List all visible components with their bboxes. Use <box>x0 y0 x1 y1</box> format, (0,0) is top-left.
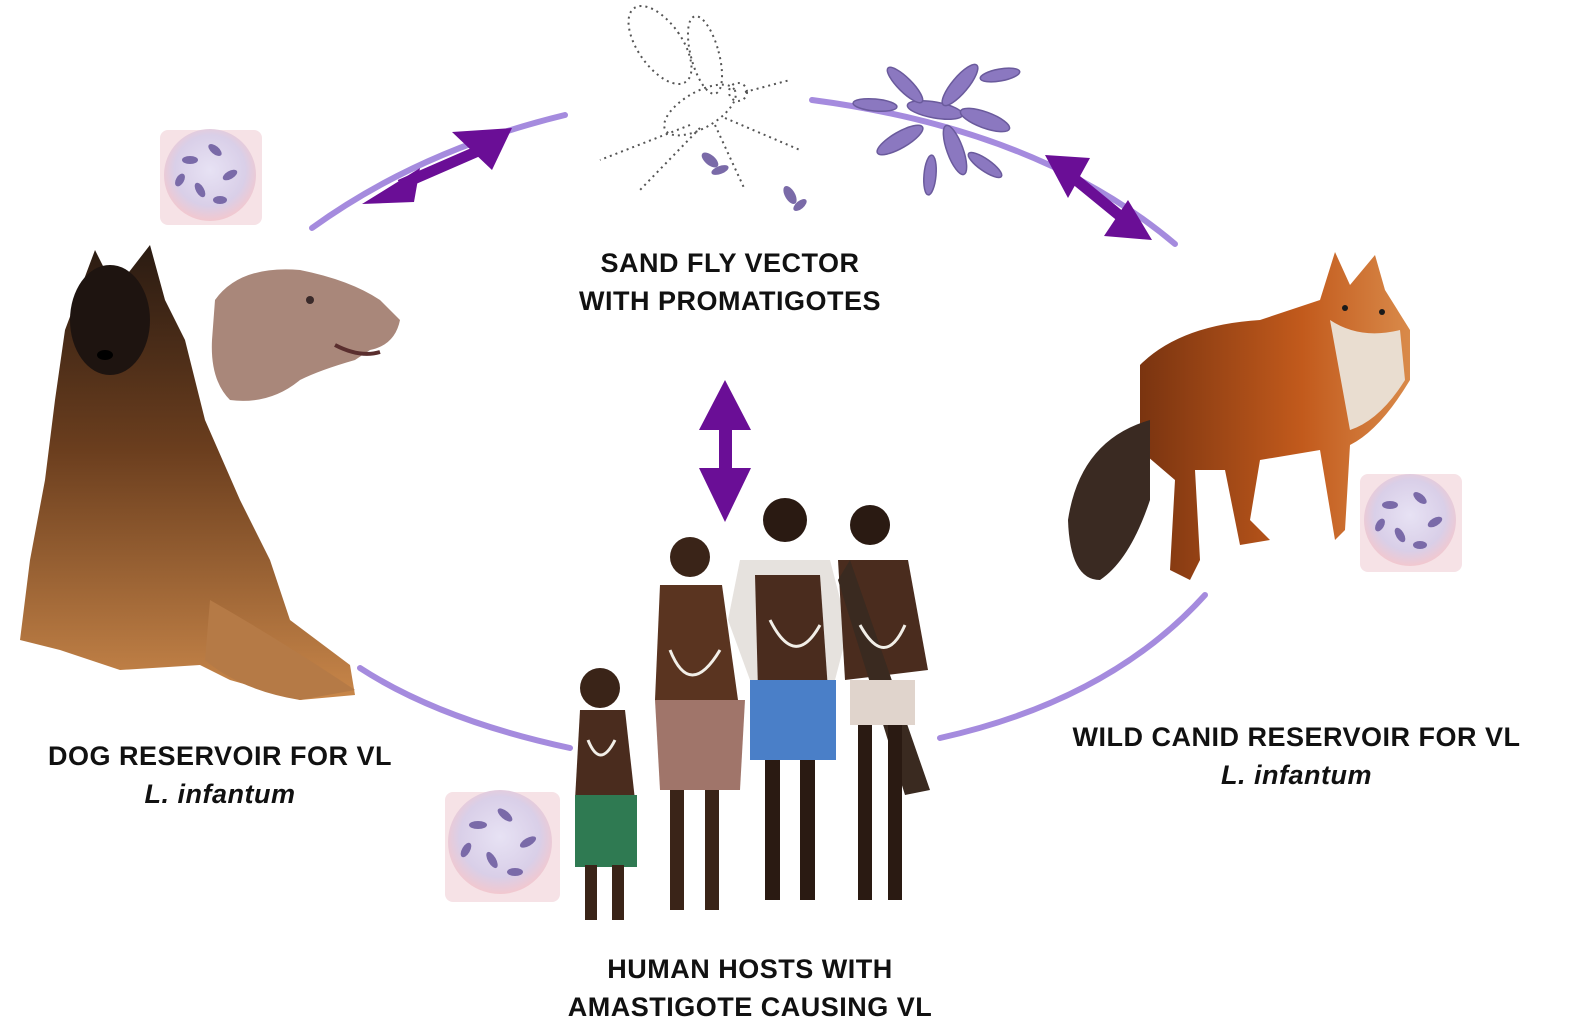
amastigote-micrograph-dog <box>160 129 262 225</box>
human-label: HUMAN HOSTS WITH AMASTIGOTE CAUSING VL <box>470 950 1030 1026</box>
dog-label-line1: DOG RESERVOIR FOR VL <box>0 737 440 775</box>
sand-fly-illustration <box>600 0 800 190</box>
amastigote-micrograph-human <box>445 790 560 902</box>
fox-label-line1: WILD CANID RESERVOIR FOR VL <box>1010 718 1583 756</box>
cycle-line-bottom-left <box>360 668 570 748</box>
sandfly-label: SAND FLY VECTOR WITH PROMATIGOTES <box>480 244 980 320</box>
cycle-line-bottom-right <box>940 595 1205 738</box>
dog-label-species: L. infantum <box>0 775 440 813</box>
sand-fly-gut-parasites <box>699 150 809 213</box>
amastigote-micrograph-fox <box>1360 474 1462 572</box>
arrow-sandfly-human <box>699 380 751 522</box>
cropped-title-fragment <box>40 0 1280 10</box>
human-label-line2: AMASTIGOTE CAUSING VL <box>470 988 1030 1026</box>
sandfly-label-line2: WITH PROMATIGOTES <box>480 282 980 320</box>
sick-dog-inset <box>208 268 400 403</box>
dog-label: DOG RESERVOIR FOR VL L. infantum <box>0 737 440 813</box>
sandfly-label-line1: SAND FLY VECTOR <box>480 244 980 282</box>
fox-photo <box>1068 252 1410 580</box>
children-photo <box>575 498 930 920</box>
fox-label-species: L. infantum <box>1010 756 1583 794</box>
promastigotes-illustration <box>853 60 1021 196</box>
human-label-line1: HUMAN HOSTS WITH <box>470 950 1030 988</box>
arrow-dog-sandfly <box>362 128 512 204</box>
arrow-sandfly-fox <box>1045 155 1152 240</box>
fox-label: WILD CANID RESERVOIR FOR VL L. infantum <box>1010 718 1583 794</box>
